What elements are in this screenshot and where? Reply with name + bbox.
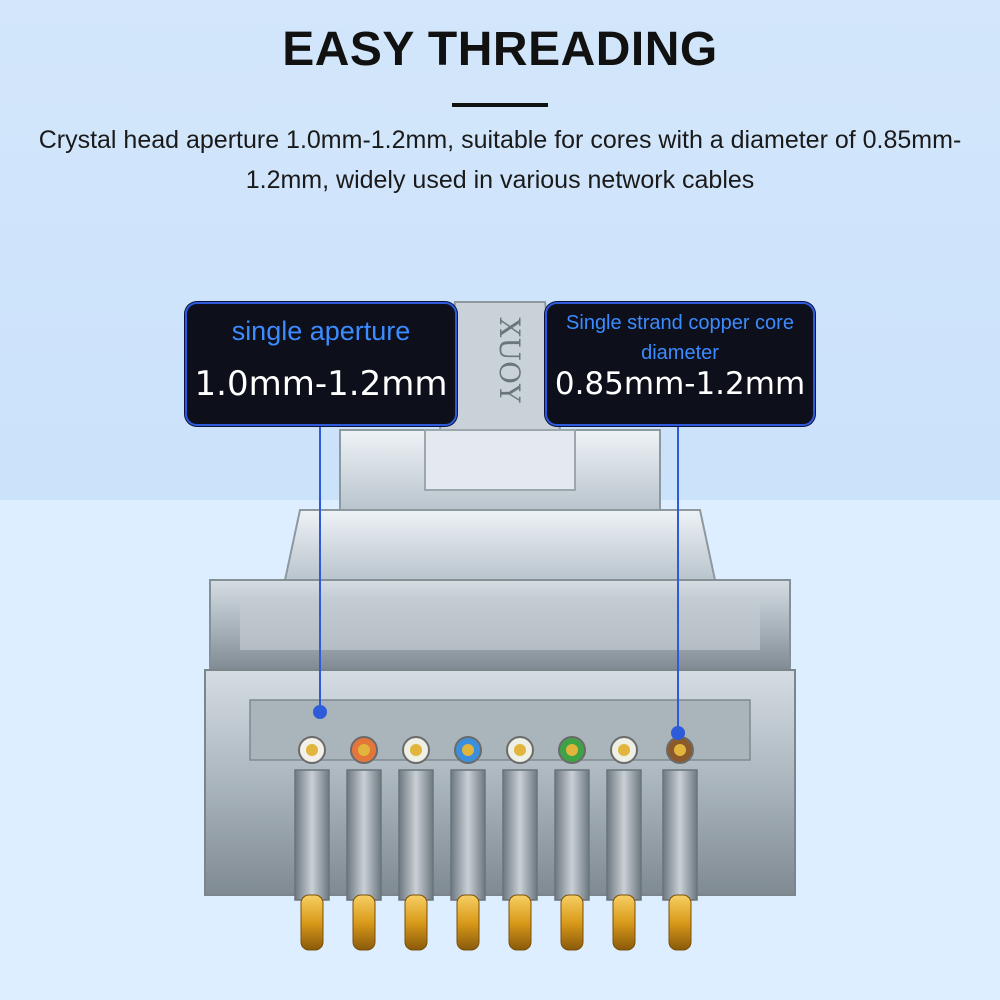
- title-divider: [452, 103, 548, 107]
- callout-label: Single strand copper core diameter: [566, 312, 794, 364]
- callout-single-aperture: single aperture 1.0mm-1.2mm: [185, 302, 457, 426]
- page-description: Crystal head aperture 1.0mm-1.2mm, suita…: [38, 126, 962, 194]
- callout-value: 0.85mm-1.2mm: [554, 366, 806, 402]
- right-pointer-dot: [671, 726, 685, 740]
- callout-label: single aperture: [231, 316, 411, 346]
- brand-mark: XUOY: [493, 318, 526, 403]
- page-title: EASY THREADING: [282, 23, 718, 76]
- left-pointer-dot: [313, 705, 327, 719]
- callout-core-diameter: Single strand copper core diameter 0.85m…: [545, 302, 815, 426]
- callout-value: 1.0mm-1.2mm: [194, 364, 448, 404]
- gold-contacts: [300, 894, 692, 951]
